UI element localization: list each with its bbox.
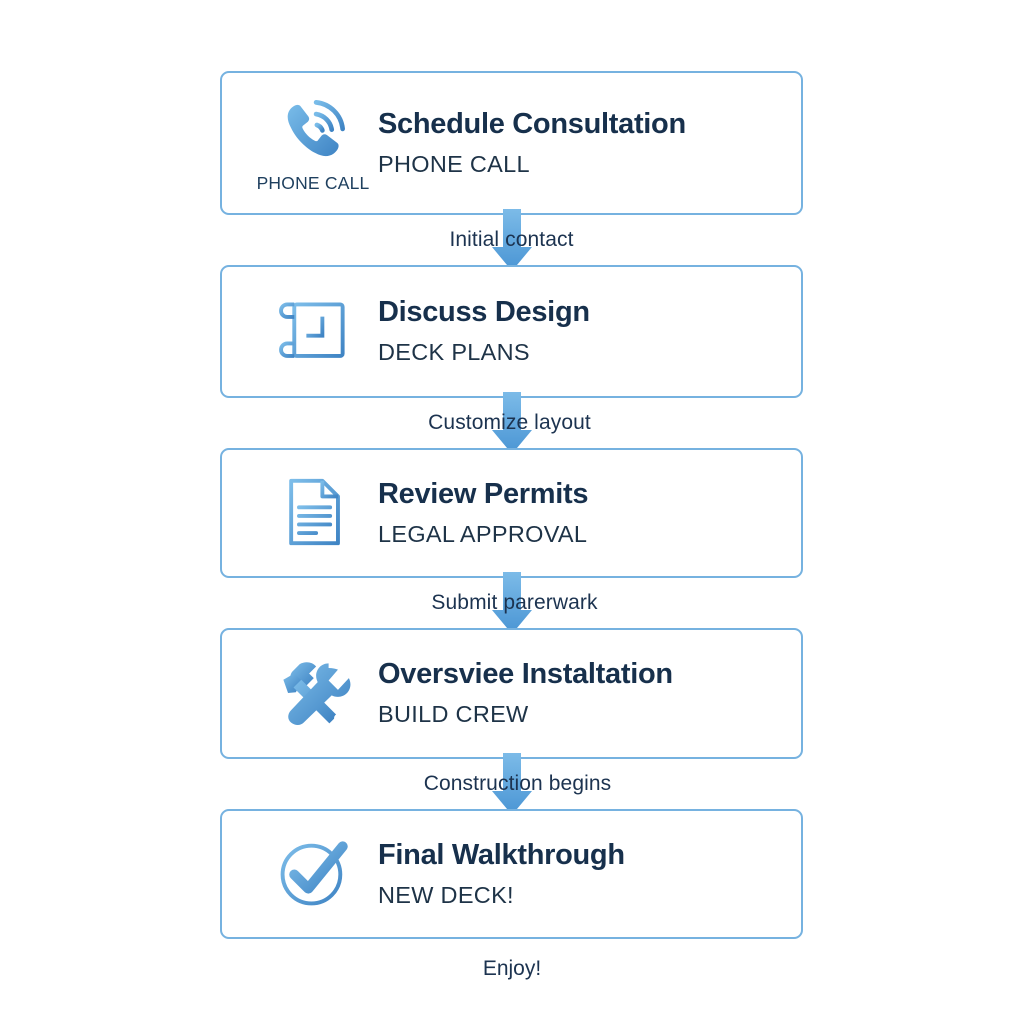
document-lines-icon bbox=[274, 473, 352, 551]
step-2-subtitle: DECK PLANS bbox=[378, 339, 530, 366]
phone-call-icon bbox=[274, 93, 352, 171]
flow-step-card-5[interactable]: Final Walkthrough NEW DECK! bbox=[220, 809, 803, 939]
flow-connector-2-label: Customize layout bbox=[428, 411, 591, 434]
hammer-wrench-icon bbox=[274, 654, 352, 732]
step-1-icon-caption: PHONE CALL bbox=[256, 172, 370, 193]
flow-step-card-3[interactable]: Review Permits LEGAL APPROVAL bbox=[220, 448, 803, 578]
step-2-title: Discuss Design bbox=[378, 296, 590, 329]
flow-connector-1-label: Initial contact bbox=[449, 228, 574, 251]
flow-connector-3-label: Submit parerwark bbox=[431, 591, 598, 614]
step-1-title: Schedule Consultation bbox=[378, 107, 686, 140]
step-2-icon-column bbox=[260, 292, 366, 372]
flow-connector-1: Initial contact bbox=[220, 209, 803, 271]
step-1-icon-column: PHONE CALL bbox=[257, 93, 369, 194]
flow-connector-2: Customize layout bbox=[220, 392, 803, 454]
step-4-subtitle: BUILD CREW bbox=[378, 701, 529, 728]
flow-step-card-1[interactable]: PHONE CALL Schedule Consultation PHONE C… bbox=[220, 71, 803, 215]
step-2-text-column: Discuss Design DECK PLANS bbox=[378, 296, 590, 366]
flow-footer-label: Enjoy! bbox=[482, 957, 542, 980]
step-5-title: Final Walkthrough bbox=[378, 838, 625, 871]
step-5-text-column: Final Walkthrough NEW DECK! bbox=[378, 838, 625, 909]
check-circle-icon bbox=[274, 834, 352, 912]
down-arrow-icon bbox=[491, 572, 532, 634]
step-1-subtitle: PHONE CALL bbox=[378, 150, 530, 177]
blueprint-scroll-icon bbox=[274, 292, 352, 370]
flowchart-steps-stack: PHONE CALL Schedule Consultation PHONE C… bbox=[220, 71, 803, 939]
step-5-icon-column bbox=[260, 834, 366, 914]
down-arrow-icon bbox=[491, 209, 532, 271]
step-1-text-column: Schedule Consultation PHONE CALL bbox=[378, 107, 686, 178]
step-4-text-column: Oversviee Instaltation BUILD CREW bbox=[378, 658, 673, 728]
flow-step-card-2[interactable]: Discuss Design DECK PLANS bbox=[220, 265, 803, 398]
down-arrow-icon bbox=[491, 392, 532, 454]
step-3-icon-column bbox=[260, 473, 366, 553]
step-3-text-column: Review Permits LEGAL APPROVAL bbox=[378, 477, 589, 548]
flow-step-card-4[interactable]: Oversviee Instaltation BUILD CREW bbox=[220, 628, 803, 759]
step-3-title: Review Permits bbox=[378, 477, 589, 510]
flow-connector-4-label: Construction begins bbox=[423, 772, 612, 795]
down-arrow-icon bbox=[491, 753, 532, 815]
step-3-subtitle: LEGAL APPROVAL bbox=[378, 520, 588, 547]
step-4-title: Oversviee Instaltation bbox=[378, 658, 673, 691]
step-4-icon-column bbox=[260, 654, 366, 734]
flow-connector-4: Construction begins bbox=[220, 753, 803, 815]
flow-connector-3: Submit parerwark bbox=[220, 572, 803, 634]
step-5-subtitle: NEW DECK! bbox=[378, 881, 514, 908]
